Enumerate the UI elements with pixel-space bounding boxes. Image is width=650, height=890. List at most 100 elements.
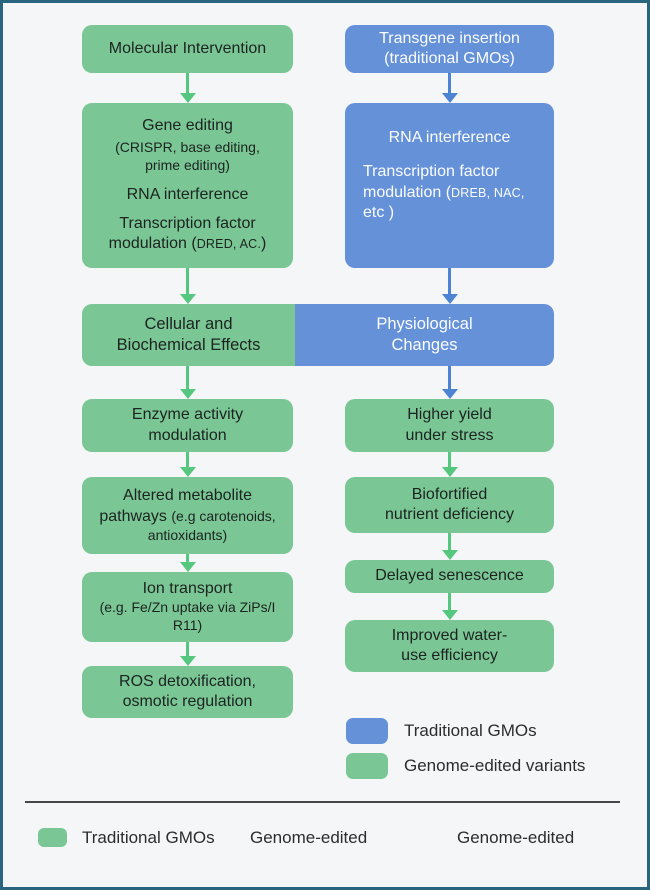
altered-metabolite-line: pathways (e.g carotenoids,	[99, 507, 275, 527]
modulation-line: modulation (DRED, AC.)	[109, 234, 267, 254]
arrow-stem	[185, 642, 190, 657]
flow-arrow-left-5	[179, 554, 196, 572]
box-improved-water-use: Improved water- use efficiency	[345, 620, 554, 672]
arrow-head-icon	[179, 467, 196, 477]
water-use-line: use efficiency	[401, 647, 498, 664]
flow-arrow-right-3	[441, 366, 458, 399]
transcription-factor-label: Transcription factor	[119, 214, 256, 232]
arrow-stem	[185, 268, 190, 295]
arrow-head-icon	[179, 93, 196, 103]
higher-yield-line: Higher yield	[407, 406, 492, 424]
box-rna-interference-blue: RNA interference Transcription factor mo…	[345, 103, 554, 268]
legend-swatch-traditional-gmos	[346, 718, 388, 744]
higher-yield-line: under stress	[405, 426, 494, 444]
arrow-stem	[447, 593, 452, 611]
arrow-stem	[447, 452, 452, 468]
footer-label-genome-edited-1: Genome-edited	[250, 828, 368, 847]
enzyme-activity-line: modulation	[148, 426, 227, 444]
arrow-stem	[185, 366, 190, 390]
box-ion-transport: Ion transport (e.g. Fe/Zn uptake via ZiP…	[82, 572, 293, 642]
ion-transport-title: Ion transport	[142, 579, 233, 597]
biofortified-line: nutrient deficiency	[385, 506, 514, 523]
flow-arrow-right-2	[441, 268, 458, 304]
arrow-stem	[185, 554, 190, 563]
ion-transport-detail: (e.g. Fe/Zn uptake via ZiPs/I	[99, 599, 276, 616]
arrow-head-icon	[179, 389, 196, 399]
arrow-stem	[447, 366, 452, 390]
arrow-head-icon	[441, 550, 458, 560]
transgene-line: Transgene insertion	[379, 29, 520, 47]
arrow-stem	[185, 73, 190, 94]
band-left-line: Biochemical Effects	[116, 336, 261, 354]
arrow-head-icon	[179, 294, 196, 304]
legend-label-genome-edited: Genome-edited variants	[404, 756, 586, 775]
box-gene-editing: Gene editing (CRISPR, base editing, prim…	[82, 103, 293, 268]
modulation-suffix: )	[261, 235, 267, 253]
transcription-line: etc )	[363, 203, 395, 221]
box-ros-detoxification: ROS detoxification, osmotic regulation	[82, 666, 293, 718]
flow-arrow-left-3	[179, 366, 196, 399]
footer-label-traditional-gmos: Traditional GMOs	[82, 828, 215, 847]
altered-metabolite-line: antioxidants)	[147, 527, 228, 544]
gene-editing-title: Gene editing	[142, 117, 233, 135]
band-left-line: Cellular and	[144, 314, 233, 333]
arrow-head-icon	[179, 656, 196, 666]
flow-arrow-right-1	[441, 73, 458, 103]
flow-arrow-left-1	[179, 73, 196, 103]
box-delayed-senescence: Delayed senescence	[345, 560, 554, 593]
gene-editing-detail-line: (CRISPR, base editing,	[115, 138, 260, 155]
water-use-line: Improved water-	[391, 626, 508, 644]
ros-line: osmotic regulation	[122, 693, 253, 710]
flow-arrow-left-6	[179, 642, 196, 666]
legend-swatch-genome-edited	[346, 753, 388, 779]
rna-interference-label: RNA interference	[126, 186, 249, 204]
legend-label-traditional-gmos: Traditional GMOs	[404, 721, 537, 740]
band-cellular-biochemical-effects: Cellular and Biochemical Effects	[82, 304, 295, 366]
band-physiological-changes: Physiological Changes	[295, 304, 554, 366]
box-biofortified: Biofortified nutrient deficiency	[345, 477, 554, 533]
arrow-stem	[185, 452, 190, 468]
transgene-line: (traditional GMOs)	[384, 50, 515, 67]
ion-transport-detail: R11)	[172, 617, 203, 634]
biofortified-line: Biofortified	[411, 485, 488, 503]
pathways-prefix: pathways	[99, 507, 172, 525]
arrow-head-icon	[179, 562, 196, 572]
ros-line: ROS detoxification,	[119, 672, 256, 690]
pathways-detail: (e.g carotenoids,	[171, 507, 276, 524]
box-enzyme-activity: Enzyme activity modulation	[82, 399, 293, 452]
footer-divider	[25, 801, 620, 803]
arrow-head-icon	[441, 389, 458, 399]
flow-arrow-left-4	[179, 452, 196, 477]
band-right-line: Changes	[391, 336, 458, 354]
footer-label-genome-edited-2: Genome-edited	[457, 828, 575, 847]
modulation-genes: DREB, NAC,	[451, 185, 525, 200]
box-altered-metabolite: Altered metabolite pathways (e.g caroten…	[82, 477, 293, 554]
rna-interference-title: RNA interference	[388, 128, 511, 146]
arrow-stem	[447, 533, 452, 551]
transcription-block: Transcription factor modulation (DREB, N…	[345, 162, 554, 223]
flow-arrow-right-6	[441, 593, 458, 620]
modulation-prefix: modulation (	[363, 183, 452, 201]
arrow-head-icon	[441, 93, 458, 103]
footer-swatch-green	[38, 828, 67, 847]
transcription-line: Transcription factor	[363, 163, 500, 181]
enzyme-activity-line: Enzyme activity	[131, 406, 244, 424]
modulation-genes: DRED, AC.	[196, 237, 262, 252]
altered-metabolite-line: Altered metabolite	[123, 487, 252, 505]
arrow-stem	[447, 268, 452, 295]
arrow-head-icon	[441, 294, 458, 304]
box-transgene-insertion: Transgene insertion (traditional GMOs)	[345, 25, 554, 73]
gene-editing-detail-line: prime editing)	[145, 156, 230, 173]
arrow-stem	[447, 73, 452, 94]
box-higher-yield: Higher yield under stress	[345, 399, 554, 452]
modulation-prefix: modulation (	[108, 235, 197, 253]
box-molecular-intervention-label: Molecular Intervention	[108, 39, 267, 57]
arrow-head-icon	[441, 610, 458, 620]
flow-arrow-left-2	[179, 268, 196, 304]
box-molecular-intervention: Molecular Intervention	[82, 25, 293, 73]
flow-arrow-right-4	[441, 452, 458, 477]
arrow-head-icon	[441, 467, 458, 477]
flow-arrow-right-5	[441, 533, 458, 560]
delayed-senescence-label: Delayed senescence	[375, 567, 524, 585]
